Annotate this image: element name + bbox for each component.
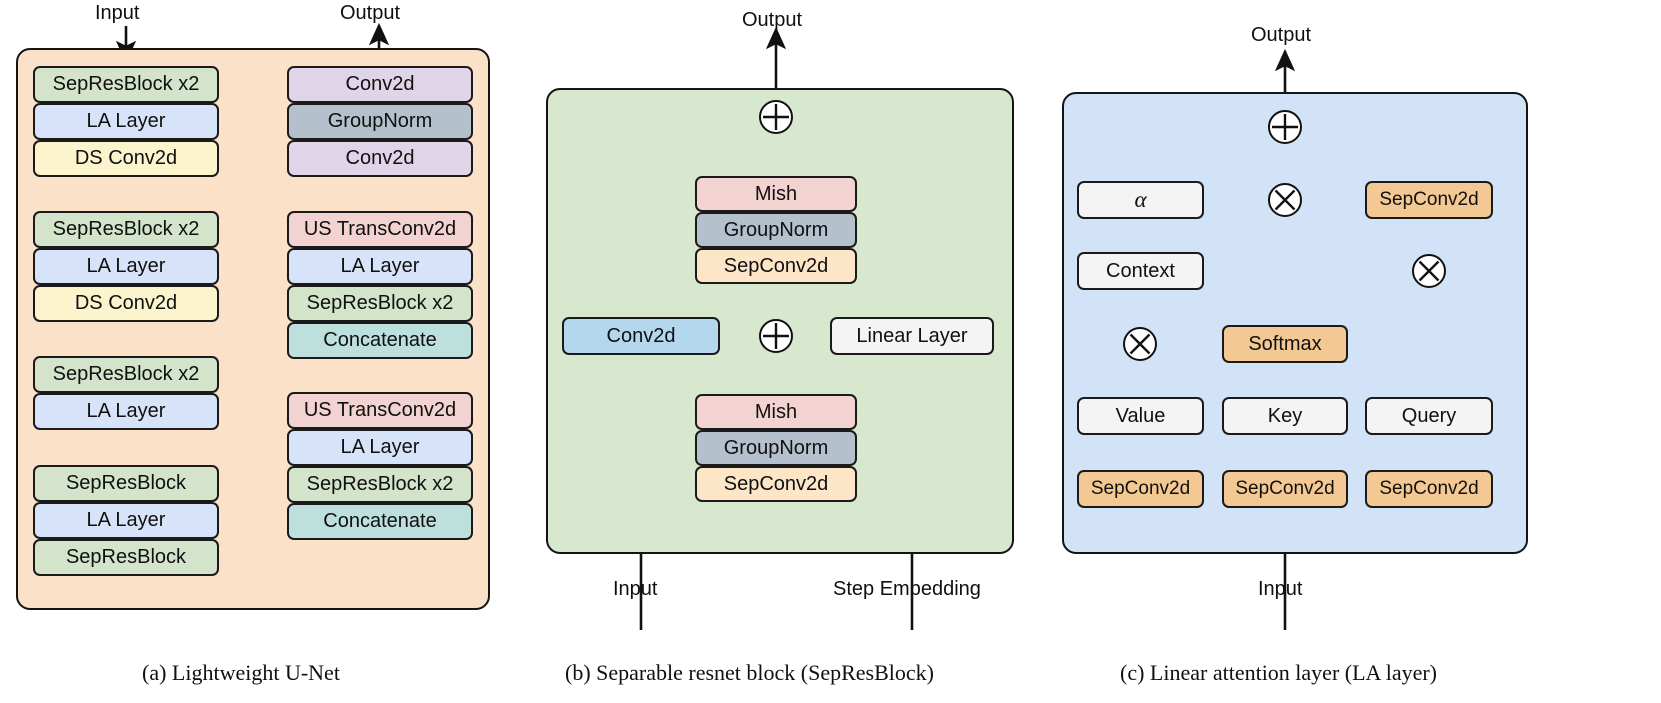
block-key[interactable]: Key: [1222, 397, 1348, 435]
panel-c-input-label: Input: [1258, 578, 1303, 600]
block-alpha[interactable]: α: [1077, 181, 1204, 219]
block-conv2d[interactable]: Conv2d: [562, 317, 720, 355]
block-sepconv2d[interactable]: SepConv2d: [1222, 470, 1348, 508]
block-sepconv2d[interactable]: SepConv2d: [1365, 181, 1493, 219]
panel-b-step-embedding-label: Step Embedding: [833, 578, 981, 600]
panel-b-input-label: Input: [613, 578, 658, 600]
block-conv2d[interactable]: Conv2d: [287, 140, 473, 177]
block-sepconv2d[interactable]: SepConv2d: [695, 466, 857, 502]
add-operator-icon: [759, 100, 793, 134]
block-us-transconv2d[interactable]: US TransConv2d: [287, 211, 473, 248]
block-conv2d[interactable]: Conv2d: [287, 66, 473, 103]
block-linear-layer[interactable]: Linear Layer: [830, 317, 994, 355]
add-operator-icon: [759, 319, 793, 353]
block-la-layer[interactable]: LA Layer: [33, 103, 219, 140]
block-sepconv2d[interactable]: SepConv2d: [1077, 470, 1204, 508]
block-sepresblock[interactable]: SepResBlock: [33, 465, 219, 502]
block-mish[interactable]: Mish: [695, 176, 857, 212]
multiply-operator-icon: [1268, 183, 1302, 217]
block-ds-conv2d[interactable]: DS Conv2d: [33, 285, 219, 322]
block-ds-conv2d[interactable]: DS Conv2d: [33, 140, 219, 177]
panel-c-output-label: Output: [1251, 24, 1312, 46]
add-operator-icon: [1268, 110, 1302, 144]
block-la-layer[interactable]: LA Layer: [287, 248, 473, 285]
multiply-operator-icon: [1412, 254, 1446, 288]
block-sepconv2d[interactable]: SepConv2d: [1365, 470, 1493, 508]
block-sepresblock-x2[interactable]: SepResBlock x2: [287, 466, 473, 503]
panel-a-output-label: Output: [340, 2, 401, 24]
panel-a-input-label: Input: [95, 2, 140, 24]
panel-b-output-label: Output: [742, 9, 803, 31]
block-sepconv2d[interactable]: SepConv2d: [695, 248, 857, 284]
block-concatenate[interactable]: Concatenate: [287, 503, 473, 540]
caption-panel-c: (c) Linear attention layer (LA layer): [1120, 660, 1438, 685]
block-la-layer[interactable]: LA Layer: [33, 393, 219, 430]
block-groupnorm[interactable]: GroupNorm: [287, 103, 473, 140]
block-context[interactable]: Context: [1077, 252, 1204, 290]
block-la-layer[interactable]: LA Layer: [33, 248, 219, 285]
block-concatenate[interactable]: Concatenate: [287, 322, 473, 359]
block-sepresblock-x2[interactable]: SepResBlock x2: [33, 66, 219, 103]
caption-panel-a: (a) Lightweight U-Net: [142, 660, 340, 685]
block-softmax[interactable]: Softmax: [1222, 325, 1348, 363]
block-query[interactable]: Query: [1365, 397, 1493, 435]
block-sepresblock-x2[interactable]: SepResBlock x2: [287, 285, 473, 322]
block-mish[interactable]: Mish: [695, 394, 857, 430]
block-sepresblock-x2[interactable]: SepResBlock x2: [33, 211, 219, 248]
block-la-layer[interactable]: LA Layer: [287, 429, 473, 466]
block-groupnorm[interactable]: GroupNorm: [695, 212, 857, 248]
block-sepresblock[interactable]: SepResBlock: [33, 539, 219, 576]
block-us-transconv2d[interactable]: US TransConv2d: [287, 392, 473, 429]
block-la-layer[interactable]: LA Layer: [33, 502, 219, 539]
block-groupnorm[interactable]: GroupNorm: [695, 430, 857, 466]
block-sepresblock-x2[interactable]: SepResBlock x2: [33, 356, 219, 393]
block-value[interactable]: Value: [1077, 397, 1204, 435]
multiply-operator-icon: [1123, 327, 1157, 361]
caption-panel-b: (b) Separable resnet block (SepResBlock): [565, 660, 934, 685]
